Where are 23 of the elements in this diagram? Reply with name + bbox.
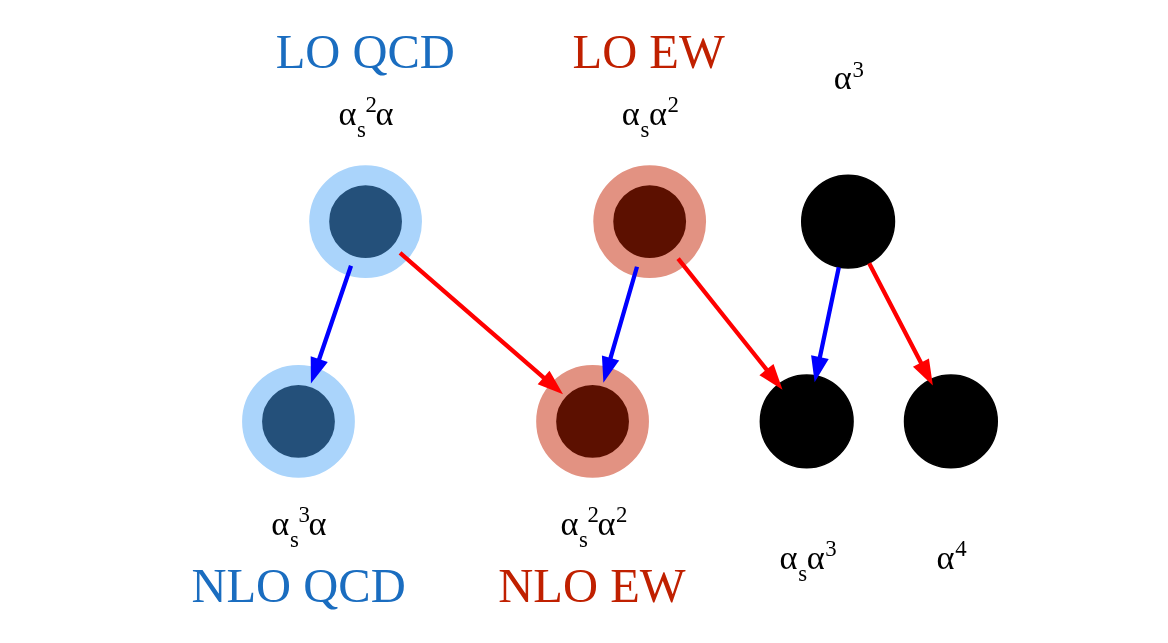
node-label: NLO QCD — [191, 558, 406, 612]
node-label: LO QCD — [275, 24, 455, 78]
node-label: α$_{s}$$^{2}$α — [338, 92, 394, 143]
node-circle — [242, 365, 355, 478]
node-label: α$^{4}$ — [936, 536, 967, 576]
arrow — [811, 266, 841, 383]
node-circle — [903, 374, 998, 469]
arrow — [601, 266, 640, 383]
arrow — [398, 251, 564, 395]
node-circle — [309, 165, 422, 278]
node-label: NLO EW — [498, 558, 686, 612]
node-label: α$_{s}$α$^{3}$ — [779, 536, 837, 587]
node-circle — [593, 165, 707, 278]
arrow — [867, 262, 933, 386]
node-label: α$^{3}$ — [833, 56, 864, 97]
node-label: LO EW — [572, 24, 725, 78]
node-label: α$_{s}$$^{2}$α$^{2}$ — [560, 502, 628, 552]
arrow — [676, 257, 783, 390]
node-label: α$_{s}$$^{3}$α — [271, 502, 327, 552]
node-circle — [759, 374, 854, 469]
node-circle — [801, 174, 896, 269]
node-label: α$_{s}$α$^{2}$ — [621, 92, 679, 143]
arrow — [310, 265, 354, 384]
